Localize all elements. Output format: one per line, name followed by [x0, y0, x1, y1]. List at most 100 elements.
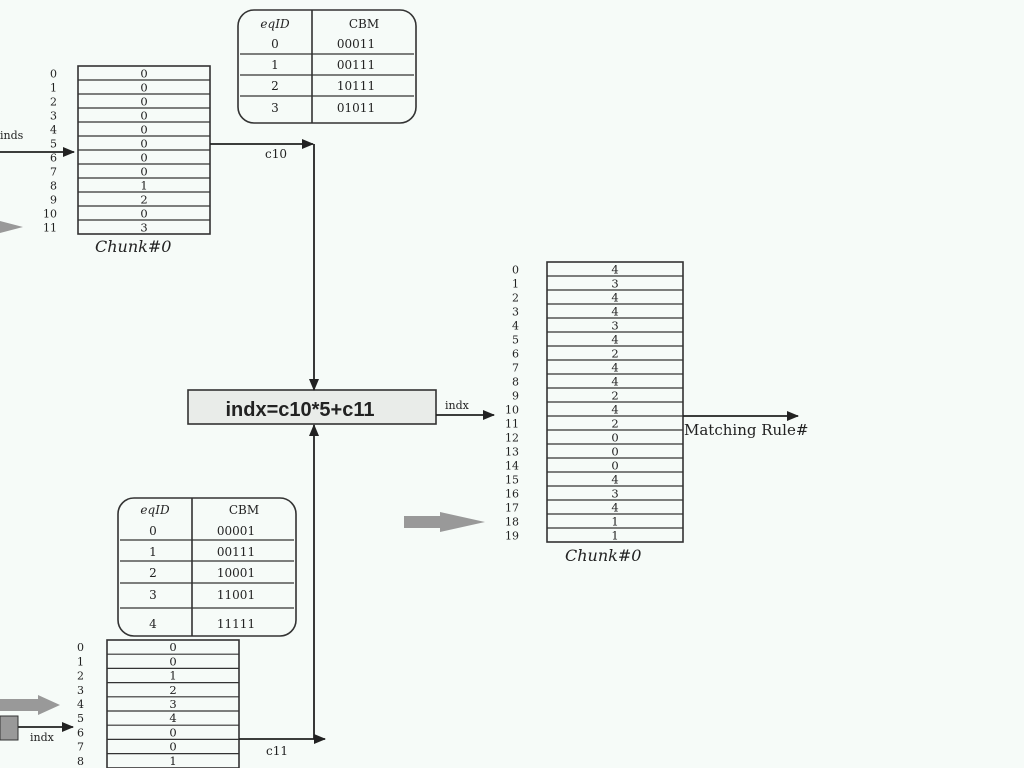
chunk-right-value-label: 4 — [611, 262, 618, 276]
chunk-bottom-index-label: 5 — [77, 712, 84, 725]
chunk-right-value-label: 0 — [611, 430, 618, 444]
chunk-top-index-label: 1 — [50, 81, 57, 94]
chunk-right-value-label: 2 — [611, 346, 618, 360]
gray-arrow-middle — [404, 512, 485, 532]
chunk-right-value-label: 0 — [611, 458, 618, 472]
connectors: c10 c11 — [0, 139, 799, 758]
chunk-right-index-label: 14 — [505, 459, 519, 472]
eq-table-bottom-eqid-cell: 1 — [149, 545, 157, 559]
eq-table-bottom-header-eqid: eqID — [140, 503, 170, 517]
eq-table-top-cbm-cell: 01011 — [337, 101, 375, 115]
chunk-right-value-label: 4 — [611, 402, 618, 416]
chunk-right-value-label: 4 — [611, 374, 618, 388]
chunk-bottom-index-label: 3 — [77, 684, 84, 697]
chunk-right-index-label: 0 — [512, 263, 519, 276]
connector-c11-label: c11 — [266, 744, 288, 758]
chunk-right-index-label: 4 — [512, 319, 519, 332]
chunk-right-value-label: 2 — [611, 416, 618, 430]
chunk-top-value-label: 0 — [140, 80, 147, 94]
chunk-bottom-index-label: 0 — [77, 641, 84, 654]
chunk-bottom-index-label: 6 — [77, 726, 84, 739]
chunk-right-index-label: 8 — [512, 375, 519, 388]
chunk-bottom-value-label: 0 — [169, 725, 176, 739]
chunk-bottom-value-label: 1 — [169, 669, 176, 683]
chunk-top-value-label: 0 — [140, 206, 147, 220]
eq-table-top-header-eqid: eqID — [260, 17, 290, 31]
chunk-right-index-label: 18 — [505, 515, 519, 528]
eq-table-top-eqid-cell: 1 — [271, 58, 279, 72]
chunk-right-value-label: 3 — [611, 318, 618, 332]
chunk-right-value-label: 1 — [611, 514, 618, 528]
chunk-right-index-label: 17 — [505, 501, 519, 514]
chunk-right-output-label: Matching Rule# — [684, 421, 808, 439]
chunk-right-value-label: 4 — [611, 472, 618, 486]
formula-text: indx=c10*5+c11 — [225, 399, 374, 421]
chunk-bottom-index-label: 7 — [77, 741, 84, 754]
chunk-right-value-label: 4 — [611, 304, 618, 318]
gray-arrows — [0, 221, 485, 741]
chunk-bottom-index-label: 1 — [77, 655, 84, 668]
chunk-right-value-label: 3 — [611, 486, 618, 500]
eq-table-top-cbm-cell: 00111 — [337, 58, 375, 72]
chunk-top-index-label: 9 — [50, 193, 57, 206]
eq-table-bottom-eqid-cell: 2 — [149, 566, 157, 580]
chunk-top-value-label: 0 — [140, 66, 147, 80]
chunk-top-value-label: 0 — [140, 122, 147, 136]
connector-c10-label: c10 — [265, 147, 287, 161]
eq-table-bottom-cbm-cell: 11111 — [217, 617, 255, 631]
chunk-right-index-label: 3 — [512, 305, 519, 318]
chunk-top-value-label: 0 — [140, 136, 147, 150]
chunk-right-index-label: 12 — [505, 431, 519, 444]
chunk-top-caption: Chunk#0 — [95, 237, 171, 256]
chunk-right-value-label: 1 — [611, 528, 618, 542]
chunk-right-index-label: 9 — [512, 389, 519, 402]
chunk-bottom-index-label: 8 — [77, 755, 84, 768]
chunk-right-value-label: 4 — [611, 500, 618, 514]
eq-table-bottom-cbm-cell: 00111 — [217, 545, 255, 559]
chunk-top-index-label: 6 — [50, 151, 57, 164]
chunk-bottom-value-label: 0 — [169, 640, 176, 654]
gray-arrow-bottom-left — [0, 695, 60, 715]
chunk-top-value-label: 3 — [140, 220, 147, 234]
chunk-right-index-label: 16 — [505, 487, 519, 500]
chunk-right-value-label: 4 — [611, 360, 618, 374]
eq-table-top-frame — [237, 9, 417, 124]
chunk-bottom-index-label: 4 — [77, 698, 84, 711]
chunk-bottom-frame — [106, 639, 240, 768]
chunk-bottom-value-label: 1 — [169, 754, 176, 768]
chunk-top-index-label: 2 — [50, 95, 57, 108]
chunk-top-value-label: 1 — [140, 178, 147, 192]
gray-arrow-top-left — [0, 221, 23, 233]
chunk-top-index-label: 3 — [50, 109, 57, 122]
chunk-right-index-label: 19 — [505, 529, 519, 542]
chunk-bottom-value-label: 3 — [169, 697, 176, 711]
chunk-right-index-label: 2 — [512, 291, 519, 304]
chunk-right-index-label: 7 — [512, 361, 519, 374]
eq-table-top-eqid-cell: 3 — [271, 101, 279, 115]
eq-table-bottom-cbm-cell: 10001 — [217, 566, 255, 580]
chunk-right-value-label: 2 — [611, 388, 618, 402]
eq-table-bottom-frame — [117, 497, 297, 637]
chunk-top-index-label: 4 — [50, 123, 57, 136]
chunk-right-value-label: 4 — [611, 332, 618, 346]
eq-table-bottom-header-cbm: CBM — [229, 503, 259, 517]
chunk-top-index-label: 8 — [50, 179, 57, 192]
chunk-top-value-label: 0 — [140, 164, 147, 178]
eq-table-bottom-cbm-cell: 00001 — [217, 524, 255, 538]
chunk-right-index-label: 1 — [512, 277, 519, 290]
eq-table-bottom-eqid-cell: 0 — [149, 524, 157, 538]
gray-box-bottom-left — [0, 715, 19, 741]
chunk-top-index-label: 0 — [50, 67, 57, 80]
eq-table-top-header-cbm: CBM — [349, 17, 379, 31]
chunk-right-value-label: 0 — [611, 444, 618, 458]
chunk-top-index-label: 10 — [43, 207, 57, 220]
eq-table-top-cbm-cell: 10111 — [337, 79, 375, 93]
eq-table-bottom-cbm-cell: 11001 — [217, 588, 255, 602]
